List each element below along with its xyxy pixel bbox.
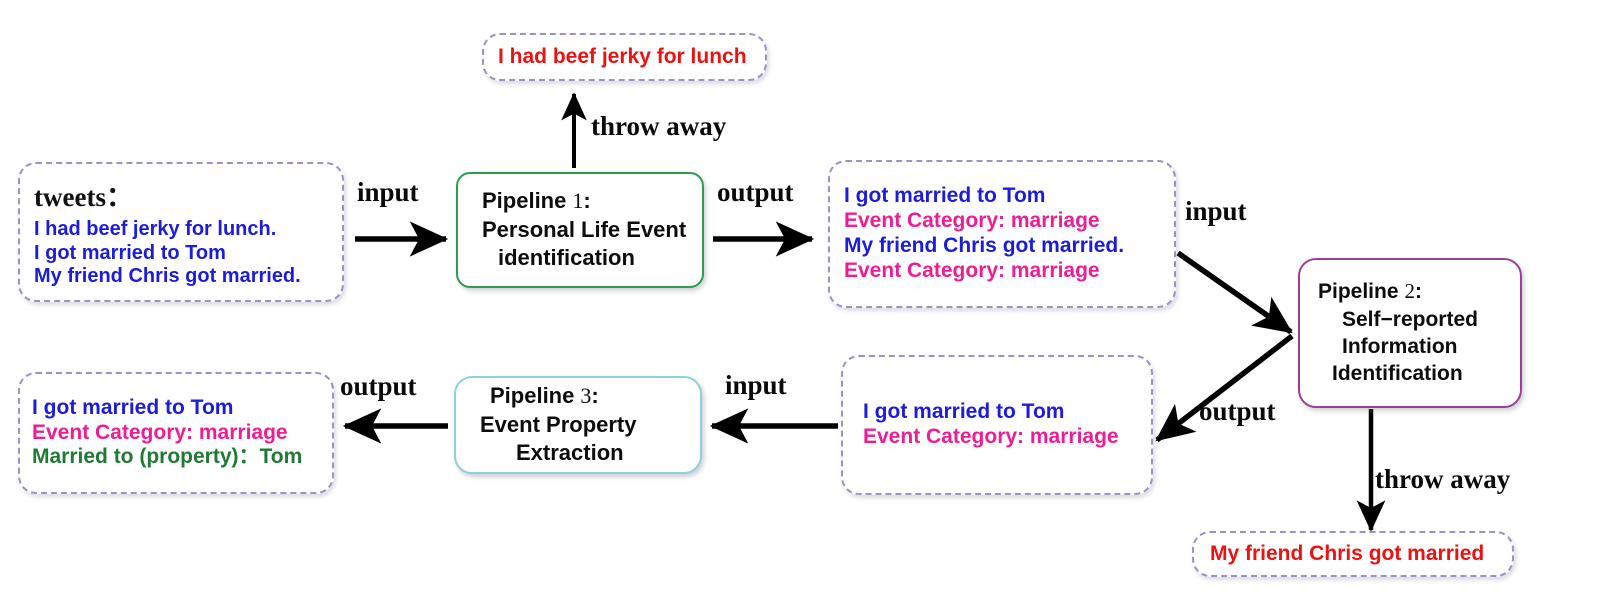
edge-label-input-2: input <box>1185 196 1247 226</box>
p3-output-line-3: Married to (property)：Tom <box>32 445 303 469</box>
p3-output-line-2: Event Category: marriage <box>32 420 288 444</box>
p2-output-line-1: I got married to Tom <box>863 400 1065 424</box>
pipeline-3-line3: Extraction <box>516 440 624 466</box>
pipeline-1-line3: identification <box>498 245 635 271</box>
p1-output-line-2: Event Category: marriage <box>844 209 1100 233</box>
pipeline-2-colon: : <box>1415 280 1423 304</box>
edge-label-output-1: output <box>717 177 794 207</box>
discard-bottom-text: My friend Chris got married <box>1210 541 1485 565</box>
arrow-output1-to-pipeline2 <box>1176 250 1293 335</box>
pipeline-2-line3: Information <box>1342 335 1458 358</box>
pipeline-3-line2: Event Property <box>480 411 637 437</box>
edge-label-input-3: input <box>725 370 787 400</box>
p3-output-line-1: I got married to Tom <box>32 395 234 419</box>
pipeline-3-colon: : <box>591 383 599 409</box>
p1-output-line-1: I got married to Tom <box>844 184 1046 208</box>
tweet-line-3: My friend Chris got married. <box>34 265 301 288</box>
edge-label-input-1: input <box>357 177 419 207</box>
pipeline-2-line2: Self−reported <box>1342 307 1478 331</box>
pipeline1-output-box: I got married to Tom Event Category: mar… <box>828 160 1176 308</box>
pipeline-2-label: Pipeline <box>1318 280 1399 304</box>
pipeline-1-number: 1 <box>572 188 584 214</box>
edge-label-output-2: output <box>1199 396 1276 426</box>
pipeline3-output-box: I got married to Tom Event Category: mar… <box>18 372 334 494</box>
edge-label-throw-away-bottom: throw away <box>1375 464 1511 494</box>
discard-box-bottom: My friend Chris got married <box>1192 531 1514 577</box>
pipeline-1-colon: : <box>583 188 591 214</box>
tweets-box: tweets： I had beef jerky for lunch. I go… <box>18 162 344 302</box>
p1-output-line-4: Event Category: marriage <box>844 258 1100 282</box>
tweet-line-1: I had beef jerky for lunch. <box>34 218 277 241</box>
pipeline-1-line2: Personal Life Event <box>482 216 687 242</box>
edge-label-output-3: output <box>340 371 417 401</box>
pipeline-2-number: 2 <box>1404 279 1416 304</box>
discard-top-text: I had beef jerky for lunch <box>498 44 747 68</box>
pipeline-3-number: 3 <box>580 383 592 409</box>
pipeline-3-label: Pipeline <box>490 383 575 409</box>
discard-box-top: I had beef jerky for lunch <box>482 33 767 81</box>
p2-output-line-2: Event Category: marriage <box>863 425 1119 448</box>
pipeline2-output-box: I got married to Tom Event Category: mar… <box>841 355 1153 495</box>
pipeline-2-line4: Identification <box>1332 362 1463 386</box>
edge-label-throw-away-top: throw away <box>591 111 727 141</box>
tweets-heading: tweets： <box>34 182 133 213</box>
p1-output-line-3: My friend Chris got married. <box>844 234 1125 257</box>
tweet-line-2: I got married to Tom <box>34 241 226 264</box>
pipeline-1-label: Pipeline <box>482 188 567 214</box>
